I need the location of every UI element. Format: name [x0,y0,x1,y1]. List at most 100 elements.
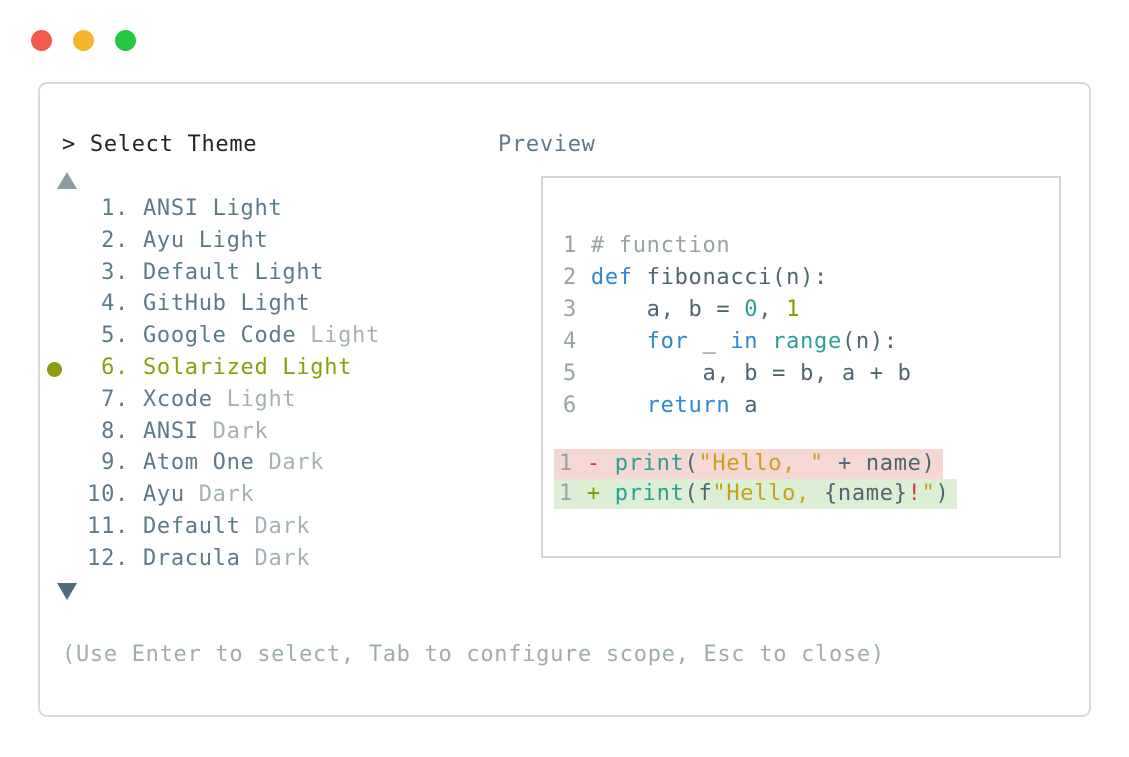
theme-item-name: Dracula [129,545,241,571]
line-number: 3 [563,297,591,322]
theme-item-number: 12. [87,545,129,571]
theme-item-number: 5. [101,323,129,349]
code-token: range [772,329,842,354]
theme-item-name: Ayu Light [129,227,269,253]
code-token: fibonacci(n): [632,265,828,290]
theme-item-variant: Light [296,323,381,349]
diff-sign: + [586,481,615,506]
theme-item-ansi-light[interactable]: 1. ANSI Light [40,193,510,225]
scroll-down-icon[interactable] [57,583,77,600]
theme-item-number: 8. [101,418,129,444]
theme-item-xcode[interactable]: 7. Xcode Light [40,384,510,416]
theme-item-name: ANSI Light [129,196,283,221]
theme-item-name: GitHub Light [129,291,311,317]
line-number: 2 [563,265,591,290]
theme-item-name: Atom One [129,450,255,476]
line-number: 4 [563,329,591,354]
code-token: " [921,481,936,506]
code-token: ! [907,481,922,506]
code-line: 5 a, b = b, a + b [543,358,1059,390]
theme-item-number: 4. [101,291,129,317]
scroll-up-icon[interactable] [57,172,77,189]
theme-item-solarized-light[interactable]: 6. Solarized Light [40,352,510,384]
code-token: ) [935,481,950,506]
preview-title: Preview [498,132,596,157]
code-token: a, b = b, a + b [590,361,912,386]
keyboard-hint: (Use Enter to select, Tab to configure s… [62,642,885,667]
code-token: 0 [744,297,759,322]
theme-item-name: Google Code [129,323,297,349]
theme-item-name: Ayu [129,482,185,508]
diff-sign: - [586,451,615,476]
theme-item-default-light[interactable]: 3. Default Light [40,257,510,289]
theme-item-name: Default Light [129,259,325,285]
theme-item-github-light[interactable]: 4. GitHub Light [40,288,510,320]
theme-item-dracula[interactable]: 12. Dracula Dark [40,543,510,575]
code-token: _ [688,329,731,354]
theme-item-google-code[interactable]: 5. Google Code Light [40,320,510,352]
code-token: "Hello, [712,481,824,506]
code-token: "Hello, " [698,451,824,476]
theme-item-ayu[interactable]: 10. Ayu Dark [40,479,510,511]
code-line: 1 # function [543,230,1059,262]
diff-preview: 1 - print("Hello, " + name)1 + print(f"H… [543,449,1059,509]
theme-item-variant: Dark [184,482,255,508]
theme-item-number: 11. [87,513,129,539]
select-theme-prompt: > Select Theme [62,132,258,157]
theme-item-number: 2. [101,227,129,253]
code-token: (f [684,481,713,506]
close-button[interactable] [31,30,52,51]
code-token [591,329,647,354]
theme-item-default[interactable]: 11. Default Dark [40,511,510,543]
code-line: 4 for _ in range(n): [543,326,1059,358]
theme-item-name: Default [129,513,241,539]
code-token: return [646,393,731,418]
selected-bullet-icon [47,361,62,377]
theme-item-atom-one[interactable]: 9. Atom One Dark [40,447,510,479]
code-token: # function [590,233,731,258]
code-token: 1 [786,297,801,322]
line-number: 1 [563,233,591,258]
theme-item-number: 9. [101,450,129,476]
code-line: 6 return a [543,390,1059,422]
theme-item-variant: Dark [254,450,325,476]
theme-item-variant: Dark [240,513,311,539]
code-token [591,393,647,418]
zoom-button[interactable] [115,30,136,51]
theme-item-number: 1. [101,196,129,221]
code-token: print [614,481,685,506]
code-line: 3 a, b = 0, 1 [543,294,1059,326]
line-number: 1 [559,451,587,476]
theme-item-name: Xcode [129,386,213,412]
code-line: 2 def fibonacci(n): [543,262,1059,294]
theme-item-variant: Dark [240,545,311,571]
theme-item-ansi[interactable]: 8. ANSI Dark [40,416,510,448]
code-token: def [590,265,633,290]
line-number: 5 [563,361,591,386]
code-token: for [646,329,689,354]
code-token: {name} [823,481,908,506]
code-token: a, b = [590,297,745,322]
theme-item-number: 10. [87,482,129,508]
line-number: 6 [563,393,591,418]
theme-item-number: 7. [101,386,129,412]
code-token: ( [684,451,699,476]
code-token: a [730,393,759,418]
theme-item-ayu-light[interactable]: 2. Ayu Light [40,225,510,257]
theme-item-name: ANSI [129,418,199,444]
diff-line-removed: 1 - print("Hello, " + name) [554,449,943,479]
code-token: (n): [841,329,898,354]
code-token: in [730,329,759,354]
code-token: + name) [823,451,936,476]
code-token: print [614,451,685,476]
minimize-button[interactable] [73,30,94,51]
theme-item-name: Solarized Light [129,354,353,380]
code-token: , [758,297,787,322]
code-token [758,329,772,354]
theme-item-variant: Light [212,386,297,412]
